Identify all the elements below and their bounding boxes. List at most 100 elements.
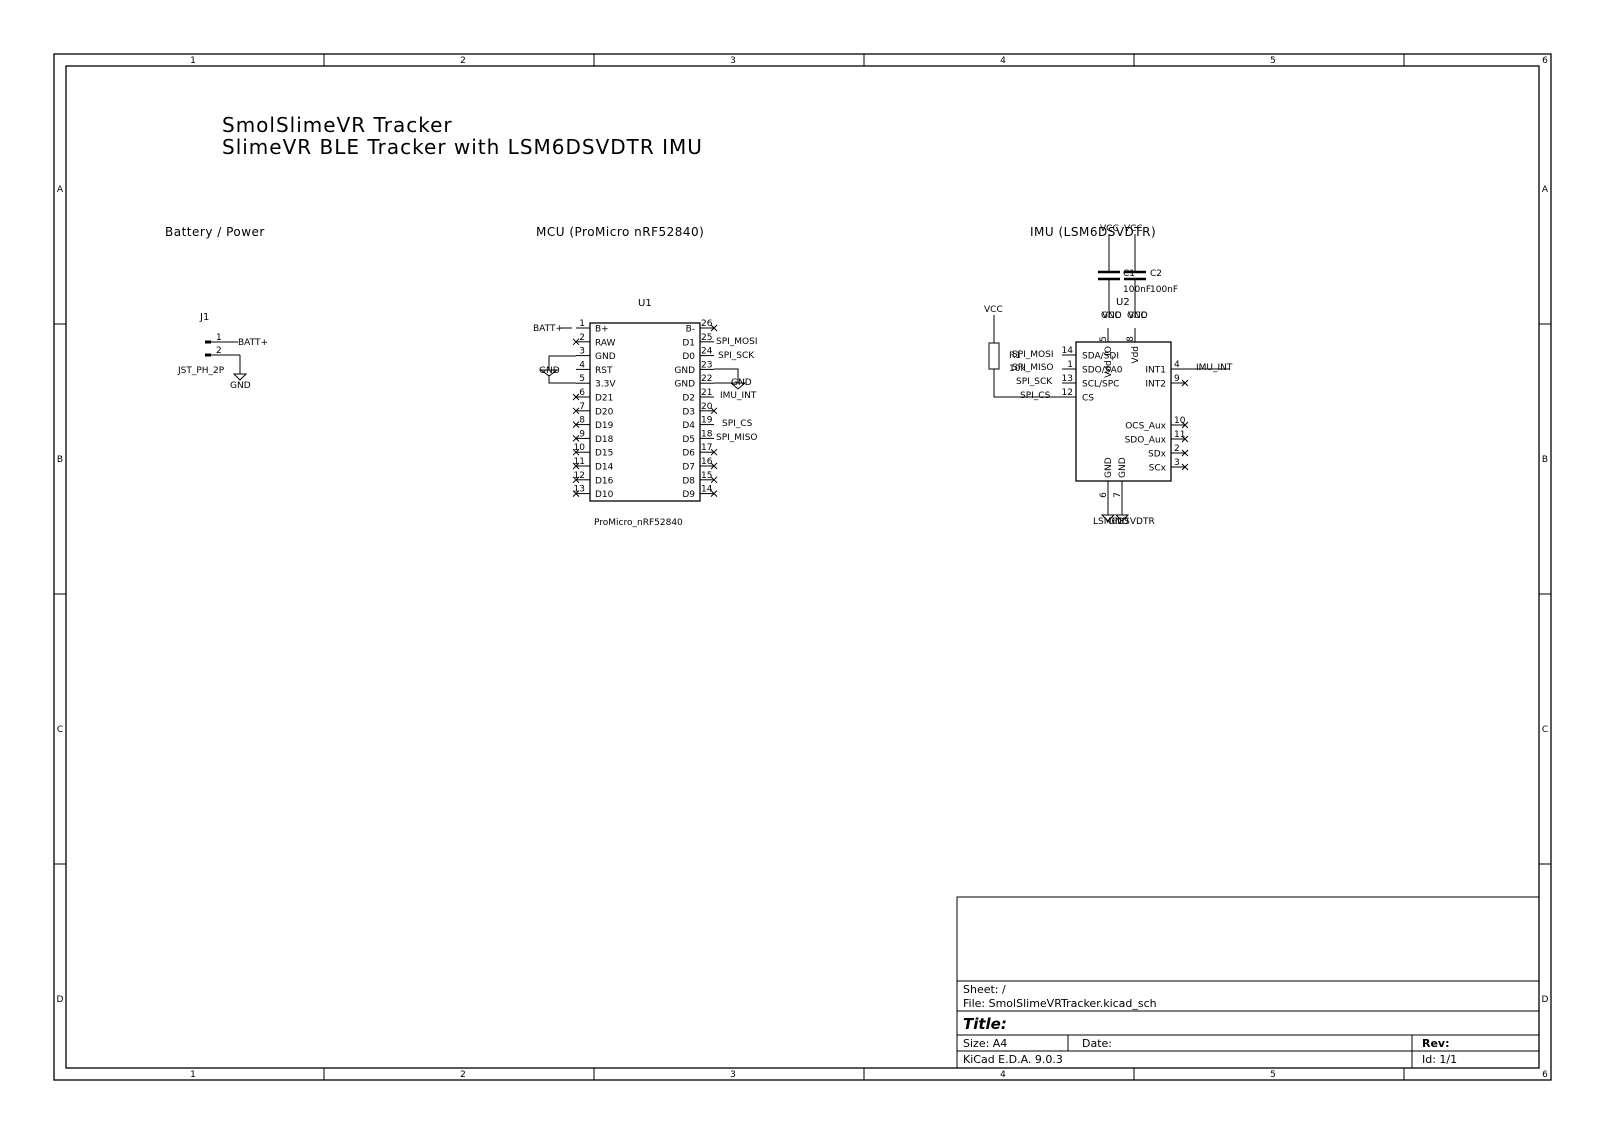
u2-pin-left-name: SCL/SPC (1082, 380, 1119, 390)
u1-pin-left-number: 13 (574, 485, 585, 495)
sheet-frame (53, 53, 1552, 1081)
resistor-r1[interactable]: VCC R1 10k (984, 305, 1076, 398)
u1-gnd-symbol-left (539, 369, 559, 377)
row-label-b: B (57, 455, 63, 465)
row-label-c-right: C (1542, 725, 1548, 735)
section-label-mcu: MCU (ProMicro nRF52840) (536, 225, 704, 239)
c1-ref: C1 (1123, 269, 1135, 279)
row-label-b-right: B (1542, 455, 1548, 465)
u2-net-mosi: SPI_MOSI (1012, 350, 1054, 360)
j1-pin1-num: 1 (216, 333, 222, 343)
u1-pin-right-name: D5 (682, 435, 695, 445)
u1-net-gnd-right: GND (731, 378, 752, 388)
u1-net-batt: BATT+ (533, 324, 563, 334)
u2-pin-top-number: 5 (1099, 336, 1109, 342)
u2-pin-right-number: 2 (1174, 444, 1180, 454)
decoupling-capacitors[interactable]: VCC VCC C1 C2 100nF 100nF GND GND (1098, 224, 1178, 321)
j1-ref: J1 (199, 312, 209, 323)
u2-pins: 14SDA/SDI1SDO/SA013SCL/SPC12CS4INT19INT2… (1062, 328, 1230, 498)
col-label-4: 4 (1000, 56, 1006, 66)
u2-pin-left-number: 12 (1062, 388, 1073, 398)
col-label-4-bottom: 4 (1000, 1070, 1006, 1080)
cap-gnd-label-2: GND (1127, 311, 1148, 321)
col-label-1: 1 (190, 56, 196, 66)
j1-pin2-num: 2 (216, 346, 222, 356)
u1-pin-left-number: 1 (579, 319, 585, 329)
u1-no-connect-icon (572, 407, 580, 415)
u1-pin-left-name: D14 (595, 463, 614, 473)
tb-file: File: SmolSlimeVRTracker.kicad_sch (963, 997, 1157, 1010)
u1-no-connect-icon (572, 462, 580, 470)
section-label-power: Battery / Power (165, 225, 265, 239)
u1-pin-left-number: 9 (579, 429, 585, 439)
u1-no-connect-icon (572, 421, 580, 428)
u2-pin-top-name: Vdd (1131, 346, 1141, 364)
u1-net-gnd-left: GND (539, 366, 560, 376)
u1-pin-right-name: D6 (682, 449, 695, 459)
u1-pin-right-number: 26 (701, 319, 713, 329)
u1-pin-left-number: 2 (579, 333, 585, 343)
u1-pin-right-name: D8 (682, 476, 695, 486)
u2-pin-left-name: CS (1082, 394, 1094, 404)
u1-no-connect-icon (572, 476, 580, 484)
col-label-6: 6 (1542, 56, 1548, 66)
u1-pin-right-name: B- (686, 325, 695, 335)
u2-no-connect-icon (1181, 449, 1189, 457)
r1-ref: R1 (1009, 351, 1021, 361)
u1-pin-right-name: D1 (682, 338, 695, 348)
u1-gnd-symbol-right (729, 382, 747, 390)
tb-date: Date: (1082, 1037, 1112, 1050)
u2-gnd-symbol-1 (1100, 514, 1116, 522)
u2-pin-right-number: 3 (1174, 458, 1180, 468)
j1-gnd-symbol (232, 373, 248, 381)
schematic-subtitle: SlimeVR BLE Tracker with LSM6DSVDTR IMU (222, 135, 703, 159)
u1-pin-right-name: GND (674, 366, 695, 376)
imu-u2[interactable]: U2 VCC VCC 14SDA/SDI1SDO/SA013SCL/SPC12C… (1012, 297, 1233, 527)
u1-pin-left-number: 3 (579, 347, 585, 357)
u2-pin-top-number: 8 (1126, 336, 1136, 342)
u2-vcc-label-2: VCC (1128, 311, 1147, 321)
u1-no-connect-icon (710, 407, 718, 415)
u2-pin-right-name: SDO_Aux (1125, 436, 1167, 446)
title-block (956, 896, 1540, 1069)
u2-net-sck: SPI_SCK (1016, 377, 1053, 387)
u1-pin-right-number: 18 (701, 429, 713, 439)
u1-pin-right-name: D4 (682, 421, 695, 431)
u1-pin-right-number: 14 (701, 485, 713, 495)
col-label-1-bottom: 1 (190, 1070, 196, 1080)
j1-pin2-mark (205, 353, 211, 357)
u2-pin-left-name: SDO/SA0 (1082, 366, 1123, 376)
u1-no-connect-icon (710, 476, 718, 484)
r1-value: 10k (1009, 364, 1026, 374)
u2-pin-bottom-number: 7 (1113, 492, 1123, 498)
u1-pin-right-number: 19 (701, 416, 713, 426)
u2-vcc-label-1: VCC (1102, 311, 1121, 321)
u1-pin-right-number: 22 (701, 374, 712, 384)
c1-value: 100nF (1123, 285, 1151, 295)
connector-j1[interactable]: J1 1 2 BATT+ GND JST_PH_2P (177, 312, 268, 391)
u2-pin-right-name: INT2 (1145, 380, 1166, 390)
row-label-a: A (57, 185, 64, 195)
mcu-u1[interactable]: U1 1B+2RAW3GND4RST53.3V6D217D208D199D181… (533, 298, 758, 528)
u1-pin-left-name: D21 (595, 394, 613, 404)
u1-pin-left-number: 10 (574, 443, 586, 453)
u1-pin-left-number: 7 (579, 402, 585, 412)
u2-pin-right-number: 4 (1174, 360, 1180, 370)
u1-net-mosi: SPI_MOSI (716, 337, 758, 347)
tb-tool: KiCad E.D.A. 9.0.3 (963, 1053, 1063, 1066)
u1-no-connect-icon (710, 490, 718, 497)
u1-pin-right-number: 21 (701, 388, 712, 398)
u2-pin-left-number: 14 (1062, 346, 1074, 356)
u1-pin-left-number: 8 (579, 416, 585, 426)
u1-pin-left-name: B+ (595, 325, 609, 335)
u1-pin-right-number: 24 (701, 347, 713, 357)
col-label-6-bottom: 6 (1542, 1070, 1548, 1080)
u1-net-sck: SPI_SCK (718, 351, 755, 361)
c2-value: 100nF (1150, 285, 1178, 295)
u1-pin-right-name: D3 (682, 407, 695, 417)
row-label-d-right: D (1542, 995, 1549, 1005)
u1-pin-right-name: D2 (682, 394, 695, 404)
u1-pin-left-number: 11 (574, 457, 585, 467)
section-label-imu: IMU (LSM6DSVDTR) (1030, 225, 1156, 239)
